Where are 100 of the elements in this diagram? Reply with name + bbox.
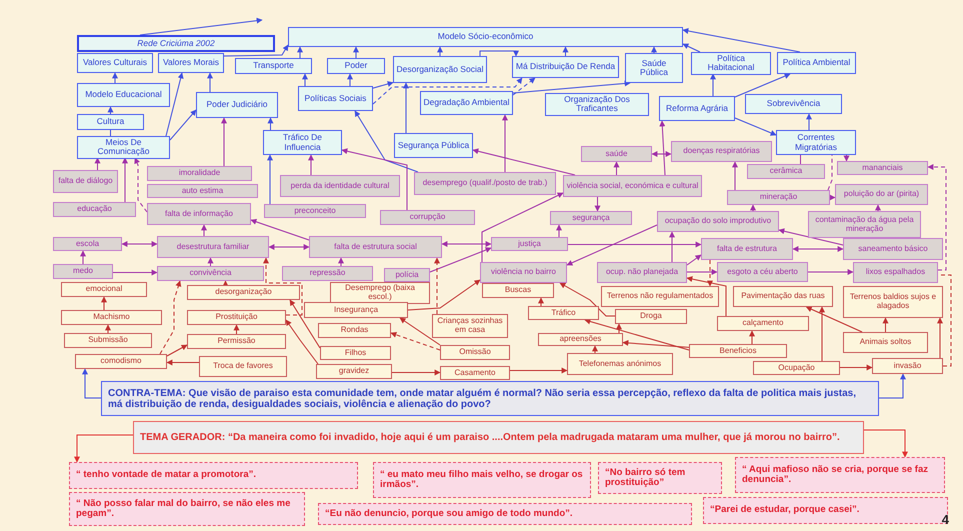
box-text: imoralidade: [178, 169, 220, 178]
arrow: [170, 110, 196, 140]
box-text: Modelo Sócio-econômico: [438, 32, 534, 42]
problem-box: [157, 236, 269, 258]
arrow: [222, 280, 228, 286]
arrow: [480, 50, 519, 57]
concept-box: [691, 52, 771, 75]
box-text: Omissão: [459, 348, 491, 357]
arrow: [166, 360, 200, 366]
box-text: ocup. não planejada: [606, 268, 678, 277]
concept-box: [298, 86, 373, 111]
factor-box: [615, 309, 687, 324]
problem-box: [53, 202, 136, 217]
problem-box: [657, 211, 779, 232]
box-text: Animais soltos: [860, 338, 912, 347]
arrow: [140, 18, 263, 36]
box-text: Poder Judiciário: [206, 100, 268, 110]
arrow: [512, 80, 631, 94]
factor-box: [320, 346, 391, 360]
box-text: “No bairro só tem prostituição”: [605, 468, 686, 488]
arrow: [806, 113, 812, 130]
box-text: falta de estrutura: [716, 244, 778, 254]
concept-box: [659, 96, 735, 121]
quote-box: [735, 457, 945, 493]
arrow: [472, 148, 576, 176]
arrow: [221, 117, 227, 166]
factor-box: [316, 364, 392, 379]
quote-box: [69, 492, 305, 526]
arrow: [134, 157, 148, 212]
factor-box: [717, 316, 809, 331]
arrow: [686, 269, 718, 275]
arrow: [651, 151, 672, 157]
box-text: Telefonemas anónimos: [578, 360, 662, 368]
problem-box: [853, 262, 938, 283]
problem-box: [282, 266, 373, 281]
box-text: Má Distribuição De Renda: [516, 62, 616, 72]
box-text: violência social, económica e cultural: [566, 182, 698, 190]
arrow: [208, 257, 214, 266]
arrow: [268, 117, 274, 130]
box-text: auto estima: [182, 186, 224, 196]
arrow: [659, 120, 666, 176]
box-text: “ Não posso falar mal do bairro, se não eles me pegam”.: [76, 498, 292, 520]
box-text: Saúde Pública: [639, 58, 669, 78]
arrow: [806, 306, 863, 332]
box-text: Política Habitacional: [706, 54, 756, 73]
arrow: [778, 228, 844, 246]
concept-box: [196, 92, 278, 118]
box-text: Sobrevivência: [766, 99, 820, 109]
box-text: esgoto a céu aberto: [727, 268, 798, 276]
box-text: “Eu não denuncio, porque sou amigo de todo mundo”.: [325, 508, 573, 520]
concept-box: [77, 83, 170, 107]
problem-box: [147, 166, 252, 181]
problem-box: [581, 146, 652, 162]
arrow: [403, 82, 409, 134]
box-text: Modelo Educacional: [85, 90, 162, 100]
problem-box: [727, 190, 830, 205]
arrow: [502, 114, 508, 172]
arrow: [207, 72, 213, 92]
problem-box: [480, 262, 567, 283]
box-text: emocional: [86, 285, 122, 294]
box-text: Troca de favores: [213, 362, 273, 371]
problem-box: [264, 204, 366, 218]
box-text: Tráfico: [551, 308, 576, 318]
box-text: desestrutura familiar: [176, 242, 250, 252]
arrow: [341, 148, 408, 210]
arrow: [390, 332, 440, 350]
problem-box: [384, 268, 430, 282]
arrow: [250, 218, 310, 240]
box-text: justiça: [518, 240, 541, 248]
arrow: [297, 46, 303, 58]
concept-box: [327, 58, 385, 74]
arrow: [430, 247, 492, 272]
theme-box: [133, 421, 864, 454]
box-text: Droga: [640, 312, 662, 321]
box-text: Prostituição: [216, 313, 258, 322]
arrow: [592, 345, 598, 354]
box-text: convivência: [190, 269, 232, 278]
problem-box: [550, 211, 632, 225]
arrow: [840, 364, 873, 370]
box-text: desemprego (qualif./posto de trab.): [422, 179, 548, 188]
box-text: Transporte: [253, 61, 294, 71]
factor-box: [482, 283, 554, 298]
concept-box: [393, 56, 487, 83]
problem-box: [280, 175, 400, 197]
arrow: [166, 72, 184, 136]
arrow: [121, 241, 158, 247]
concept-box: [158, 53, 224, 73]
arrow: [105, 324, 111, 334]
concept-box: [394, 133, 473, 158]
concept-box: [235, 58, 312, 74]
factor-box: [187, 310, 286, 325]
arrow: [400, 318, 440, 346]
box-text: Rede Criciúma 2002: [137, 38, 215, 48]
box-text: Políticas Sociais: [304, 94, 366, 104]
quote-box: [703, 497, 948, 524]
problem-box: [597, 262, 687, 283]
connector-line: [110, 130, 111, 136]
arrow: [347, 73, 353, 86]
arrow: [594, 196, 600, 212]
box-text: educação: [77, 205, 112, 214]
